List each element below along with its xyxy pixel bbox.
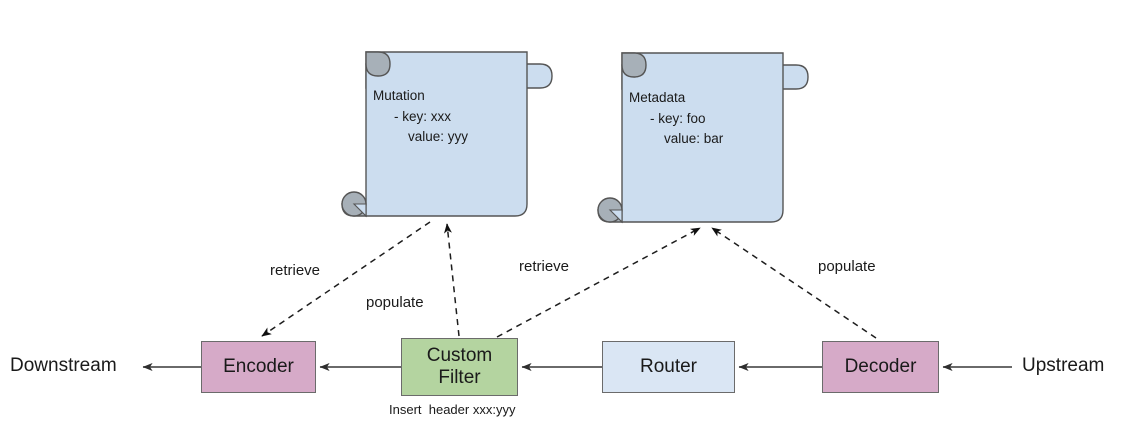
metadata-document-title: Metadata bbox=[629, 90, 686, 105]
edge-label-retrieve-left: retrieve bbox=[270, 262, 321, 279]
dashed-populate-mutation bbox=[444, 223, 460, 337]
metadata-document-line-2: value: bar bbox=[664, 131, 724, 146]
mutation-document-line-1: - key: xxx bbox=[394, 109, 452, 124]
edge-label-retrieve-right: retrieve bbox=[519, 258, 570, 275]
mutation-document-title: Mutation bbox=[373, 88, 425, 103]
router-node-label: Router bbox=[639, 356, 698, 378]
encoder-node-label: Encoder bbox=[223, 356, 294, 378]
custom-filter-node-label-line2: Filter bbox=[438, 367, 481, 388]
router-node[interactable]: Router bbox=[602, 341, 735, 393]
decoder-node[interactable]: Decoder bbox=[822, 341, 939, 393]
edge-label-populate-right: populate bbox=[818, 258, 876, 275]
clipped-caption bbox=[452, 428, 652, 435]
upstream-label: Upstream bbox=[1022, 355, 1105, 376]
dashed-retrieve-encoder bbox=[261, 221, 431, 337]
encoder-node[interactable]: Encoder bbox=[201, 341, 316, 393]
custom-filter-node[interactable]: Custom Filter bbox=[401, 338, 518, 396]
edge-label-populate-left: populate bbox=[366, 294, 424, 311]
insert-header-caption: Insert header xxx:yyy bbox=[389, 402, 516, 417]
downstream-label: Downstream bbox=[10, 355, 117, 376]
mutation-document-line-2: value: yyy bbox=[408, 129, 469, 144]
metadata-document-shape bbox=[597, 52, 809, 224]
decoder-node-label: Decoder bbox=[844, 356, 917, 378]
custom-filter-node-label-line1: Custom bbox=[426, 345, 493, 367]
mutation-document-shape bbox=[341, 51, 553, 218]
metadata-document-line-1: - key: foo bbox=[650, 111, 706, 126]
dashed-retrieve-metadata bbox=[496, 227, 701, 338]
